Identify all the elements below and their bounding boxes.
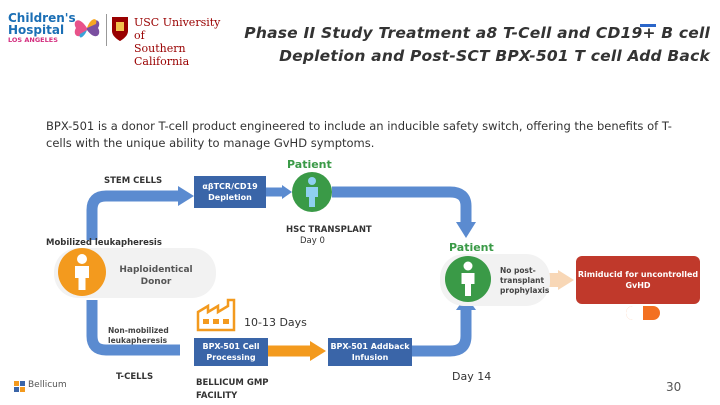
chla-logo-line2: Hospital <box>8 23 65 37</box>
title-line1: Phase II Study Treatment a8 T-Cell and C… <box>244 24 710 42</box>
chla-logo-line1: Children's <box>8 11 76 25</box>
t-cells-label: T-CELLS <box>116 372 154 382</box>
chla-logo-line3: LOS ANGELES <box>8 36 58 44</box>
chla-logo: Children's Hospital LOS ANGELES <box>8 12 100 50</box>
depletion-box: αβTCR/CD19 Depletion <box>194 176 266 208</box>
donor-label: Haploidentical Donor <box>119 265 193 287</box>
factory-icon <box>196 298 236 332</box>
days-10-13-label: 10-13 Days <box>244 316 307 329</box>
arrow-addback-to-patient <box>412 306 472 357</box>
patient-right-label: Patient <box>449 241 494 254</box>
processing-box: BPX-501 Cell Processing <box>194 338 268 366</box>
logo-divider <box>106 14 107 46</box>
usc-logo: USC University of Southern California <box>134 16 224 68</box>
day14-label: Day 14 <box>452 370 492 383</box>
person-icon <box>306 177 318 207</box>
no-prophylaxis-label: No post-transplant prophylaxis <box>500 266 550 295</box>
hsc-transplant-label: HSC TRANSPLANT <box>286 225 372 235</box>
stem-cells-label: STEM CELLS <box>104 176 163 186</box>
pill-icon <box>626 306 660 320</box>
usc-logo-line1: USC University of <box>134 16 221 42</box>
page-number: 30 <box>666 380 682 394</box>
mobilized-label: Mobilized leukapheresis <box>46 238 162 248</box>
patient-right-person-icon <box>461 261 475 296</box>
arrow-donor-to-stem <box>86 190 178 240</box>
title-line2: Depletion and Post-SCT BPX-501 T cell Ad… <box>279 47 710 65</box>
title-accent-mark <box>640 24 656 27</box>
usc-logo-line2: Southern California <box>134 42 190 68</box>
arrow-patient-to-patient <box>332 186 472 225</box>
gmp-facility-label: BELLICUM GMP FACILITY <box>196 378 269 401</box>
page-title: Phase II Study Treatment a8 T-Cell and C… <box>230 22 710 68</box>
bellicum-logo-text: Bellicum <box>28 380 67 390</box>
day0-label: Day 0 <box>300 236 325 246</box>
bellicum-logo-icon <box>14 381 25 392</box>
intro-text: BPX-501 is a donor T-cell product engine… <box>46 119 672 150</box>
butterfly-icon <box>74 19 100 38</box>
donor-person-icon <box>75 254 89 290</box>
non-mobilized-label: Non-mobilized leukapheresis <box>108 326 169 345</box>
addback-box: BPX-501 Addback Infusion <box>328 338 412 366</box>
patient-top-label: Patient <box>287 158 332 171</box>
usc-seal-icon <box>112 17 128 41</box>
arrow-donor-to-tcells <box>86 300 180 356</box>
rimiducid-box: Rimiducid for uncontrolled GvHD <box>576 256 700 304</box>
